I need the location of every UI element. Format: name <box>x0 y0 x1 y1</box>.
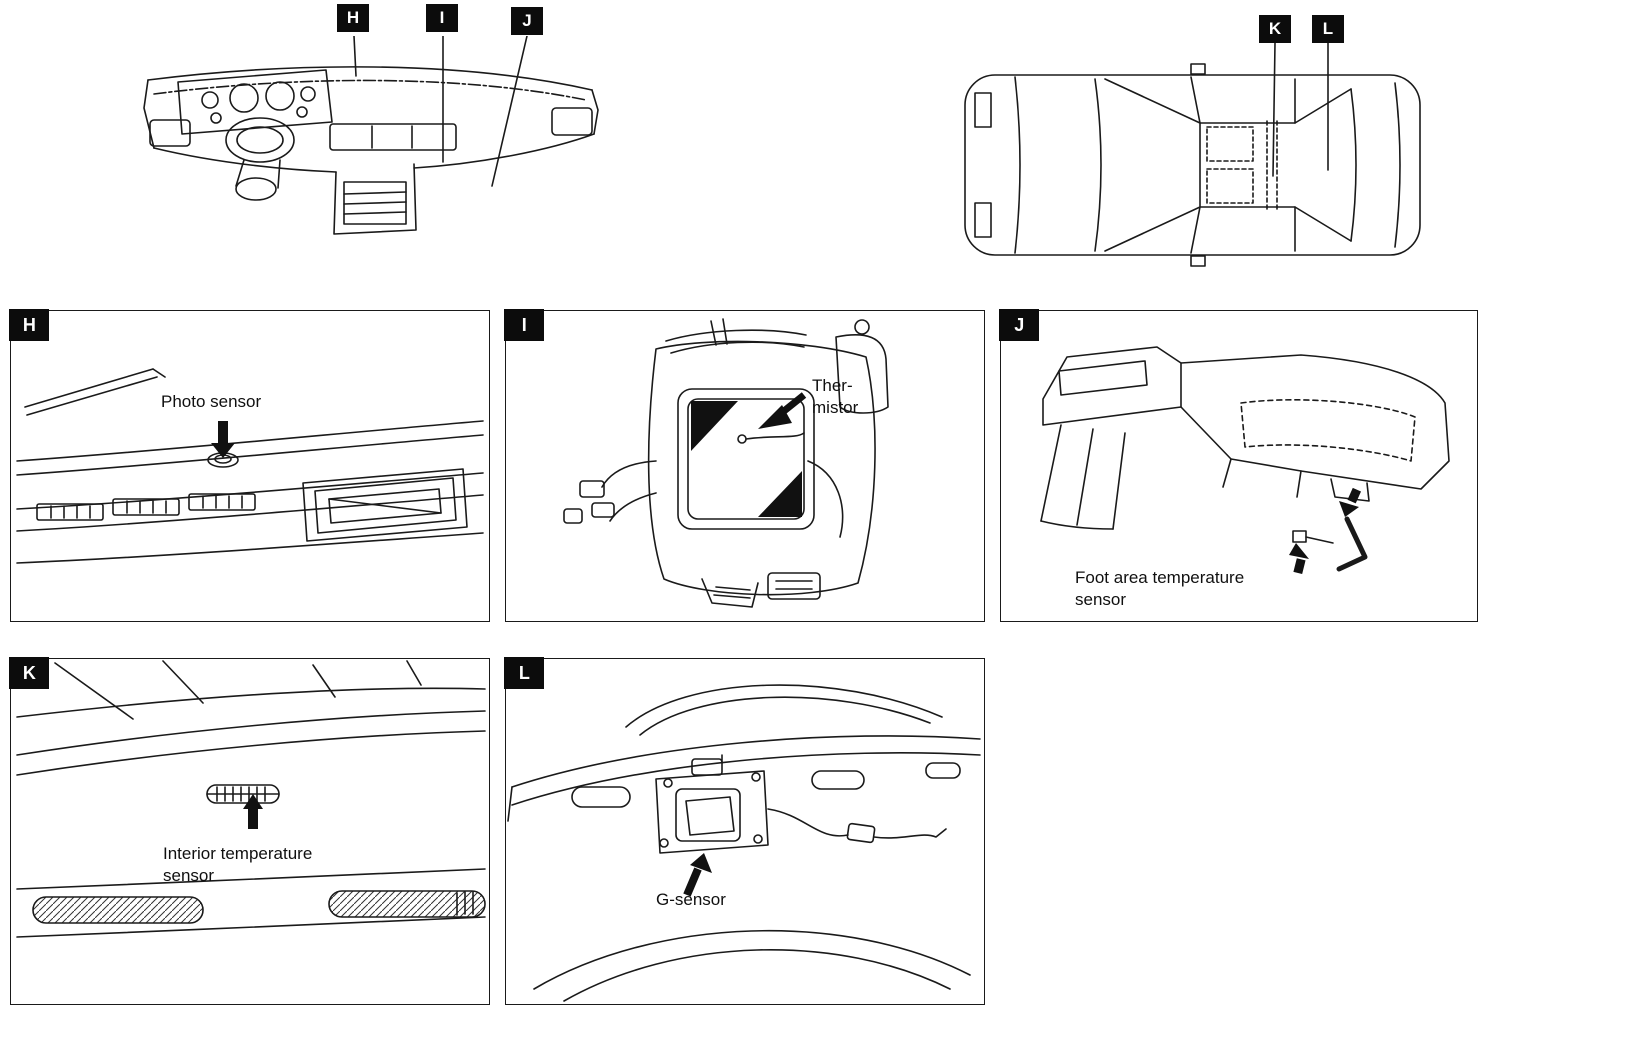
g-sensor-label: G-sensor <box>656 890 726 909</box>
photo-sensor-label: Photo sensor <box>161 392 262 411</box>
photo-sensor-arrow-icon <box>211 421 235 458</box>
vehicle-top-view-diagram <box>964 43 1421 267</box>
photo-sensor-drawing <box>16 368 484 564</box>
instrument-cluster <box>177 69 333 135</box>
mounting-hole-arrow-icon <box>1339 487 1362 517</box>
leader-j <box>491 36 528 187</box>
panel-l: L G-sensor <box>504 657 985 1005</box>
frame-shading-bottom <box>758 471 802 517</box>
foot-area-temp-sensor <box>1292 530 1307 543</box>
g-sensor-drawing <box>507 684 981 1002</box>
thermistor-label-line2: mistor <box>812 398 859 418</box>
sensor-arrow-icon <box>1289 543 1309 575</box>
frame-shading-top <box>691 401 738 451</box>
panel-l-label: L <box>504 657 545 690</box>
panel-i-label: I <box>504 309 545 342</box>
callout-k: K <box>1259 15 1291 43</box>
panel-k: K Interior temperature sensor <box>9 657 490 1005</box>
steering-wheel <box>225 117 295 163</box>
hex-key-tool <box>1336 516 1368 572</box>
panel-j-label: J <box>999 309 1040 342</box>
interior-temp-sensor-label-line2: sensor <box>163 866 215 886</box>
interior-temp-sensor-label: Interior temperature sensor <box>163 843 312 887</box>
leader-h <box>353 36 357 77</box>
thermistor-label: Ther- mistor <box>812 375 858 419</box>
panel-i: I Ther- mistor <box>504 309 985 622</box>
foot-area-temp-sensor-label-line2: sensor <box>1075 590 1127 610</box>
thermistor-probe <box>737 434 747 444</box>
interior-temp-sensor-arrow-icon <box>243 794 263 829</box>
interior-temp-sensor-label-line1: Interior temperature <box>163 844 313 863</box>
thermistor-drawing <box>563 318 889 608</box>
panel-k-label: K <box>9 657 50 690</box>
panel-j: J Foot area temperature sensor <box>999 309 1478 622</box>
g-sensor <box>675 788 741 842</box>
interior-temp-sensor-drawing <box>16 660 486 938</box>
callout-i: I <box>426 4 458 32</box>
leader-k <box>1272 43 1276 177</box>
panel-h: H Photo sensor <box>9 309 490 622</box>
callout-h: H <box>337 4 369 32</box>
g-sensor-arrow-icon <box>683 853 712 897</box>
thermistor-arrow-icon <box>758 392 807 429</box>
foot-area-temp-sensor-label-line1: Foot area temperature <box>1075 568 1245 587</box>
foot-area-temp-sensor-label: Foot area temperature sensor <box>1075 567 1244 611</box>
g-sensor-bracket <box>655 770 769 854</box>
foot-area-temp-sensor-drawing <box>1040 346 1450 575</box>
panel-h-label: H <box>9 309 50 342</box>
callout-l: L <box>1312 15 1344 43</box>
thermistor-label-line1: Ther- <box>812 376 853 395</box>
dashboard-location-diagram <box>143 36 599 235</box>
callout-j: J <box>511 7 543 35</box>
